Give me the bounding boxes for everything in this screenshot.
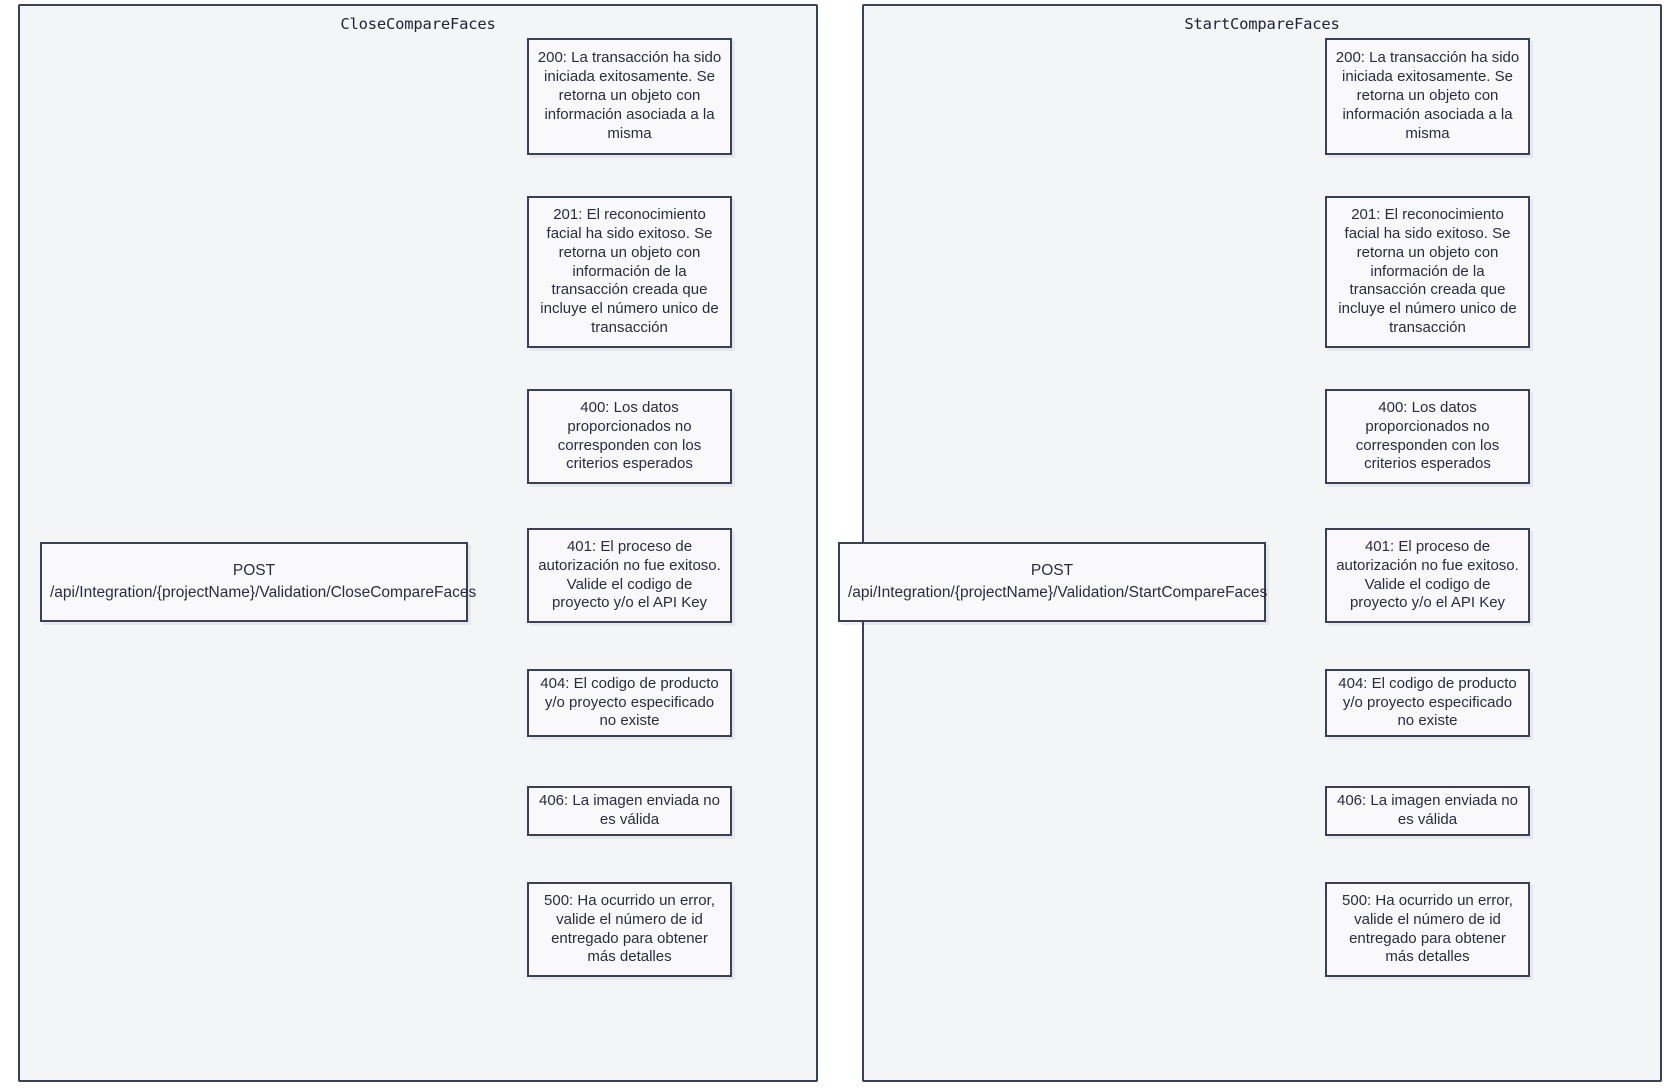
response-404-text: 404: El codigo de producto y/o proyecto … [540,674,719,730]
post-path-label: /api/Integration/{projectName}/Validatio… [50,584,477,601]
response-406-text: 406: La imagen enviada no es válida [539,792,720,828]
node-response-406[interactable]: 406: La imagen enviada no es válida [1325,786,1530,836]
node-response-400[interactable]: 400: Los datos proporcionados no corresp… [1325,389,1530,484]
response-401-text: 401: El proceso de autorización no fue e… [538,537,721,612]
response-200-text: 200: La transacción ha sido iniciada exi… [537,49,722,142]
response-200-text: 200: La transacción ha sido iniciada exi… [1335,49,1520,142]
node-response-200[interactable]: 200: La transacción ha sido iniciada exi… [527,38,732,155]
post-method-label: POST [1030,562,1074,579]
response-201-text: 201: El reconocimiento facial ha sido ex… [540,205,719,337]
node-response-401[interactable]: 401: El proceso de autorización no fue e… [527,528,732,623]
post-method-label: POST [232,562,276,579]
response-400-text: 400: Los datos proporcionados no corresp… [557,398,702,473]
node-response-500[interactable]: 500: Ha ocurrido un error, valide el núm… [1325,882,1530,977]
response-406-text: 406: La imagen enviada no es válida [1337,792,1518,828]
response-500-text: 500: Ha ocurrido un error, valide el núm… [1342,891,1513,966]
node-post-start-comparefaces[interactable]: POST /api/Integration/{projectName}/Vali… [838,542,1268,622]
response-400-text: 400: Los datos proporcionados no corresp… [1355,398,1500,473]
node-response-200[interactable]: 200: La transacción ha sido iniciada exi… [1325,38,1530,155]
node-response-401[interactable]: 401: El proceso de autorización no fue e… [1325,528,1530,623]
node-response-404[interactable]: 404: El codigo de producto y/o proyecto … [527,669,732,737]
node-response-404[interactable]: 404: El codigo de producto y/o proyecto … [1325,669,1530,737]
response-404-text: 404: El codigo de producto y/o proyecto … [1338,674,1517,730]
response-500-text: 500: Ha ocurrido un error, valide el núm… [544,891,715,966]
subgraph-title-close-comparefaces: CloseCompareFaces [340,15,496,33]
node-response-201[interactable]: 201: El reconocimiento facial ha sido ex… [1325,196,1530,348]
node-response-400[interactable]: 400: Los datos proporcionados no corresp… [527,389,732,484]
response-401-text: 401: El proceso de autorización no fue e… [1336,537,1519,612]
node-post-close-comparefaces[interactable]: POST /api/Integration/{projectName}/Vali… [40,542,476,622]
post-path-label: /api/Integration/{projectName}/Validatio… [848,584,1268,601]
response-201-text: 201: El reconocimiento facial ha sido ex… [1338,205,1517,337]
node-response-406[interactable]: 406: La imagen enviada no es válida [527,786,732,836]
node-response-201[interactable]: 201: El reconocimiento facial ha sido ex… [527,196,732,348]
subgraph-title-start-comparefaces: StartCompareFaces [1184,15,1340,33]
node-response-500[interactable]: 500: Ha ocurrido un error, valide el núm… [527,882,732,977]
